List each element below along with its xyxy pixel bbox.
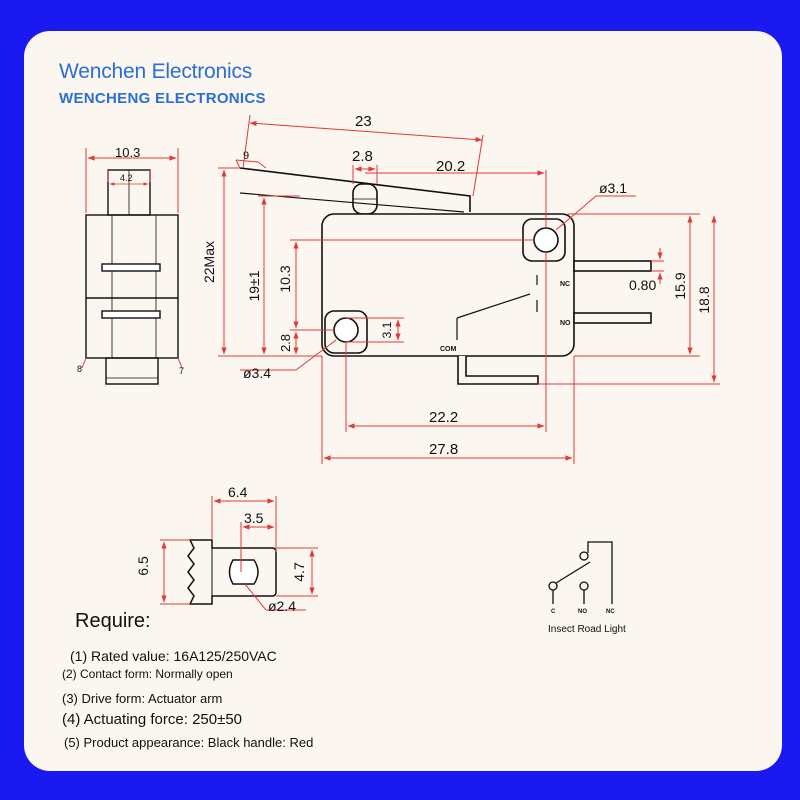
terminal-nc — [573, 260, 652, 272]
side-view-dims — [81, 148, 183, 369]
schematic-label-c: C — [551, 609, 556, 615]
requirement-item-4: (4) Actuating force: 250±50 — [62, 711, 243, 728]
terminal-detail-dims — [160, 496, 318, 611]
schematic-node-c — [548, 581, 558, 591]
dim-side-b: 8 — [77, 364, 82, 374]
schematic-node-nc-top — [579, 551, 589, 561]
dim-side-7: 7 — [179, 366, 184, 376]
schematic-caption: Insect Road Light — [548, 624, 626, 635]
lever-arm — [239, 167, 471, 212]
hole-top — [533, 227, 559, 253]
dim-hole-bottom: ø3.4 — [243, 365, 271, 381]
brand-name-caps: WENCHENG ELECTRONICS — [59, 90, 266, 107]
dim-term-height: 6.5 — [135, 556, 151, 576]
dim-term-inner: 3.5 — [244, 510, 264, 526]
side-terminal-base — [105, 357, 159, 385]
dim-pin-thickness: 0.80 — [629, 277, 656, 293]
label-com: COM — [440, 346, 457, 353]
dim-19: 19±1 — [246, 270, 262, 301]
dim-term-width: 6.4 — [228, 484, 248, 500]
dim-side-inner: 4.2 — [120, 173, 133, 183]
requirement-item-5: (5) Product appearance: Black handle: Re… — [64, 735, 314, 750]
front-view-dims — [218, 114, 720, 464]
side-terminal-slot — [101, 310, 161, 319]
dim-lever-9: 9 — [243, 150, 249, 162]
dim-22max: 22Max — [201, 241, 217, 283]
schematic-symbol — [548, 541, 613, 604]
dim-15-9: 15.9 — [672, 272, 688, 299]
switch-body — [321, 213, 575, 357]
brand-name: Wenchen Electronics — [59, 60, 253, 83]
schematic-label-nc: NC — [606, 609, 615, 615]
dim-lever-length: 23 — [355, 113, 372, 130]
dim-27-8: 27.8 — [429, 441, 458, 458]
requirement-item-3: (3) Drive form: Actuator arm — [62, 691, 223, 706]
dim-20-2: 20.2 — [436, 158, 465, 175]
dim-side-width: 10.3 — [115, 145, 140, 160]
internal-contact — [456, 293, 531, 340]
requirement-item-1: (1) Rated value: 16A125/250VAC — [70, 648, 277, 664]
terminal-hole — [228, 559, 259, 585]
dim-18-8: 18.8 — [696, 286, 712, 313]
terminal-no — [573, 312, 652, 324]
requirements-title: Require: — [75, 610, 151, 632]
schematic-node-no — [579, 581, 589, 591]
dim-term-height2: 4.7 — [291, 562, 307, 582]
side-view — [85, 169, 179, 385]
dim-10-3: 10.3 — [277, 265, 293, 292]
schematic-switch-blade — [555, 561, 591, 584]
datasheet-card — [24, 31, 782, 771]
hole-bottom — [333, 317, 359, 343]
side-body — [85, 214, 179, 359]
terminal-com — [457, 356, 539, 385]
dim-hole-top: ø3.1 — [599, 180, 627, 196]
requirement-item-2: (2) Contact form: Normally open — [62, 667, 233, 681]
terminal-detail — [187, 539, 277, 605]
dim-term-hole: ø2.4 — [268, 598, 296, 614]
label-nc: NC — [560, 281, 570, 288]
dim-2-8-left: 2.8 — [278, 334, 293, 352]
schematic-label-no: NO — [578, 609, 587, 615]
dim-3-1: 3.1 — [380, 321, 394, 338]
schematic-wire-nc — [587, 541, 613, 604]
side-terminal-slot — [101, 263, 161, 272]
label-no: NO — [560, 320, 571, 327]
dim-roller-width: 2.8 — [352, 148, 373, 165]
dim-22-2: 22.2 — [429, 409, 458, 426]
